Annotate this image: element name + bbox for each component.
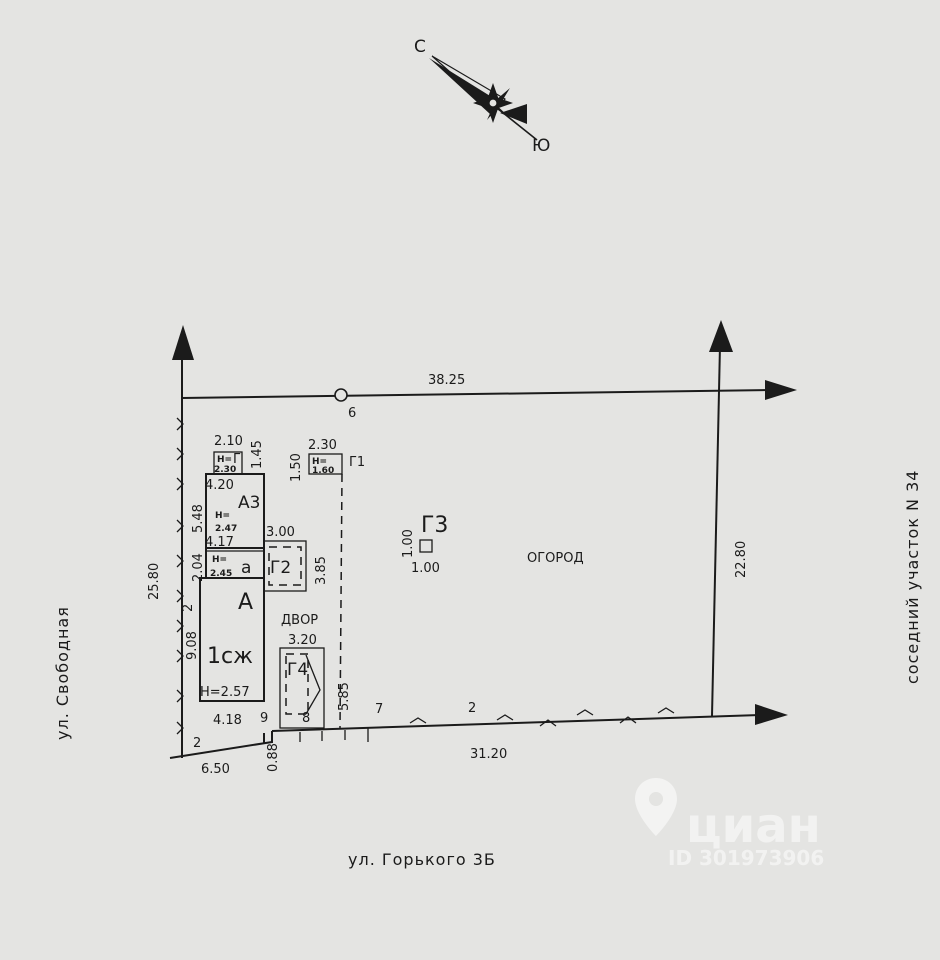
g3-label: Г3 bbox=[421, 513, 448, 538]
watermark-brand: циан bbox=[686, 798, 821, 854]
dim-gap: 0.88 bbox=[266, 743, 281, 772]
neighbor-plot-label: соседний участок N 34 bbox=[903, 470, 922, 684]
street-bottom-label: ул. Горького 3Б bbox=[348, 850, 496, 869]
a3-h-value: 2.47 bbox=[215, 524, 237, 534]
a-main-width: 4.18 bbox=[213, 713, 242, 728]
g2-width: 3.00 bbox=[266, 525, 295, 540]
building-a-main: А 1сж H=2.57 9.08 4.18 bbox=[185, 577, 265, 728]
a-small-width: 4.17 bbox=[205, 535, 234, 550]
dim-left: 25.80 bbox=[147, 563, 162, 600]
seg-2-left-label: 2 bbox=[181, 604, 196, 612]
compass-south-label: Ю bbox=[532, 136, 550, 156]
g2-label: Г2 bbox=[270, 558, 291, 578]
building-g-small: 2.10 1.45 H= Г 2.30 bbox=[213, 434, 265, 475]
building-g1: 2.30 1.50 H= 1.60 Г1 bbox=[289, 438, 365, 729]
dim-top: 38.25 bbox=[428, 373, 465, 388]
g4-width: 3.20 bbox=[288, 633, 317, 648]
g-small-depth: 1.45 bbox=[250, 440, 265, 469]
yard-label: ДВОР bbox=[281, 613, 318, 628]
building-g3: Г3 1.00 1.00 bbox=[401, 513, 448, 576]
g1-h-prefix: H= bbox=[312, 457, 327, 467]
g-small-label: Г bbox=[233, 452, 241, 467]
a-main-sublabel: 1сж bbox=[207, 644, 253, 669]
g-small-width: 2.10 bbox=[214, 434, 243, 449]
g1-label: Г1 bbox=[349, 455, 365, 470]
g1-depth: 1.50 bbox=[289, 453, 304, 482]
building-a-small: 4.17 2.04 а H= 2.45 bbox=[191, 535, 265, 582]
g1-width: 2.30 bbox=[308, 438, 337, 453]
seg-2-bottom-label: 2 bbox=[468, 701, 476, 716]
dim-right: 22.80 bbox=[734, 541, 749, 578]
seg-2-corner-label: 2 bbox=[193, 736, 201, 751]
g1-h-value: 1.60 bbox=[312, 466, 334, 476]
compass-rose-icon: С Ю bbox=[414, 37, 550, 156]
building-g4: 3.20 Г4 5.85 ДВОР bbox=[279, 613, 352, 729]
a-small-depth: 2.04 bbox=[191, 553, 206, 582]
a3-width: 4.20 bbox=[205, 478, 234, 493]
a3-label: А3 bbox=[238, 493, 260, 513]
g-small-h-prefix: H= bbox=[217, 455, 232, 465]
dim-bottom: 31.20 bbox=[470, 747, 507, 762]
street-left-label: ул. Свободная bbox=[53, 606, 72, 740]
building-a3: 4.20 5.48 А3 H= 2.47 bbox=[191, 473, 265, 549]
a-main-height: H=2.57 bbox=[200, 685, 250, 700]
g2-depth: 3.85 bbox=[314, 556, 329, 585]
garden-label: ОГОРОД bbox=[527, 551, 584, 566]
cian-watermark: циан ID 301973906 bbox=[635, 778, 824, 870]
seg-8-label: 8 bbox=[302, 711, 310, 726]
compass-north-label: С bbox=[414, 37, 426, 57]
g3-width: 1.00 bbox=[411, 561, 440, 576]
plot-point-label: 6 bbox=[348, 406, 356, 421]
cian-logo-icon bbox=[635, 778, 677, 836]
a-main-label: А bbox=[238, 590, 253, 615]
a3-h-prefix: H= bbox=[215, 511, 230, 521]
g-small-h-value: 2.30 bbox=[214, 465, 236, 475]
seg-9-label: 9 bbox=[260, 711, 268, 726]
g4-depth: 5.85 bbox=[337, 682, 352, 711]
watermark-id: ID 301973906 bbox=[668, 846, 824, 870]
a3-depth: 5.48 bbox=[191, 504, 206, 533]
g3-depth: 1.00 bbox=[401, 529, 416, 558]
g4-label: Г4 bbox=[287, 660, 308, 680]
building-g2: 3.00 3.85 Г2 bbox=[263, 525, 329, 592]
a-small-h-value: 2.45 bbox=[210, 569, 232, 579]
a-small-h-prefix: H= bbox=[212, 555, 227, 565]
a-main-depth: 9.08 bbox=[185, 631, 200, 660]
dim-bottom-left: 6.50 bbox=[201, 762, 230, 777]
a-small-label: а bbox=[241, 558, 251, 578]
seg-7-label: 7 bbox=[375, 702, 383, 717]
plot-boundary: 6 38.25 31.20 6.50 0.88 25.80 22.80 9 8 … bbox=[147, 320, 797, 777]
